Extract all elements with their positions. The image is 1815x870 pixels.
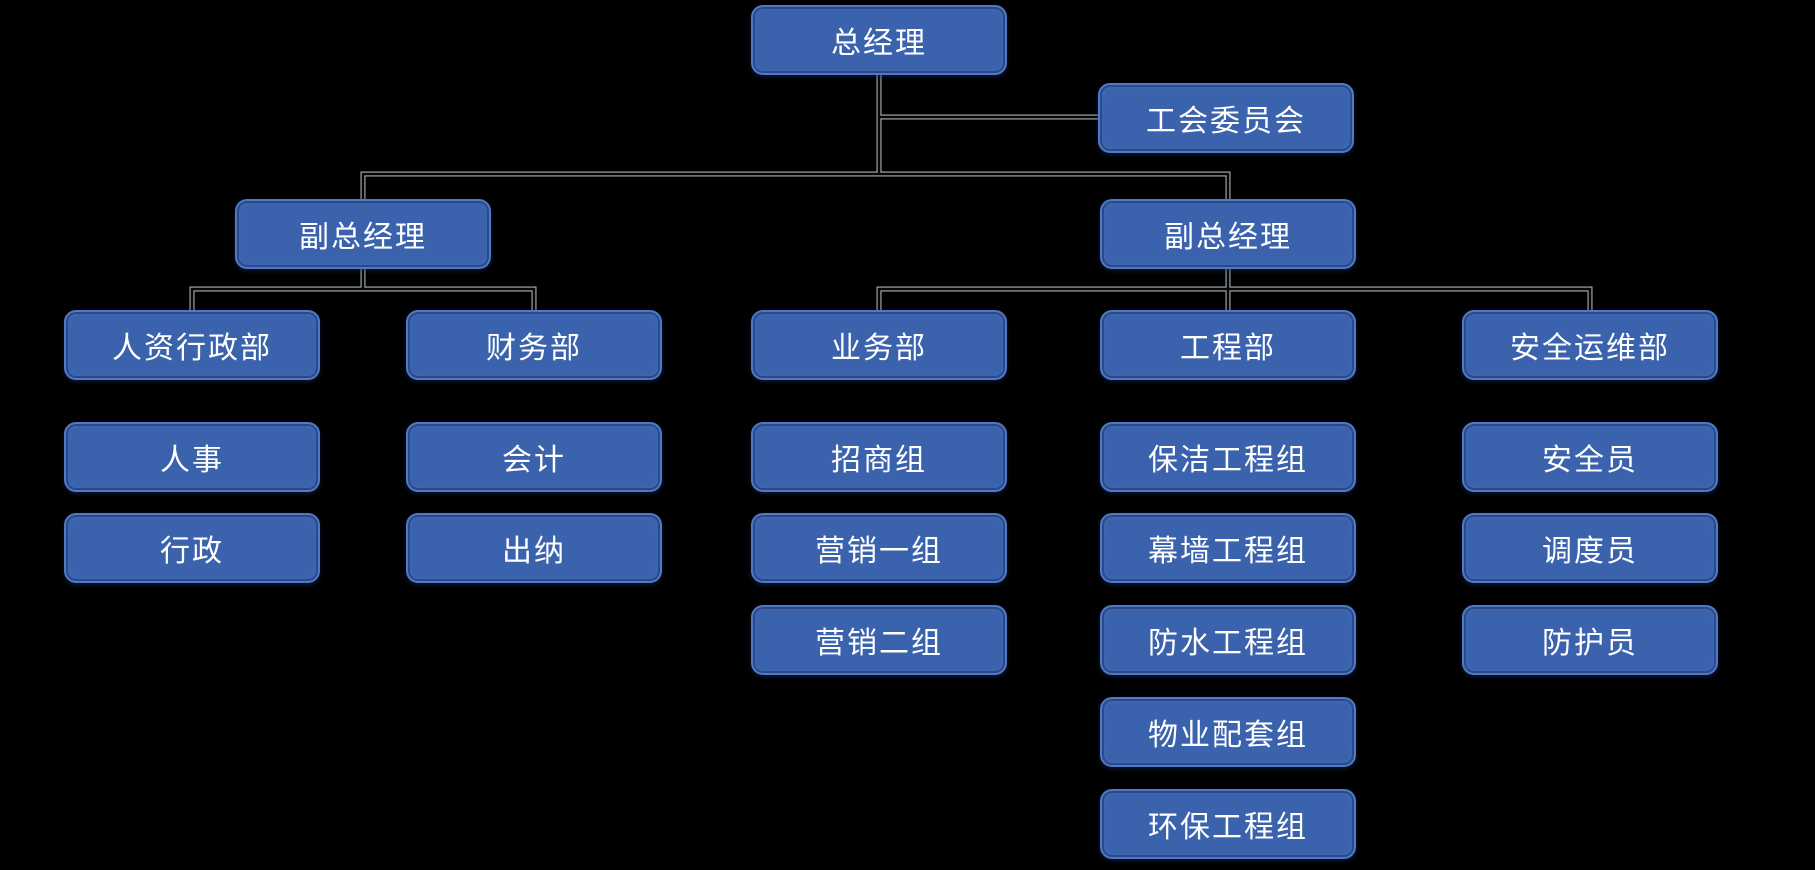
node-team[interactable]: 行政 — [64, 513, 320, 583]
node-team[interactable]: 幕墙工程组 — [1100, 513, 1356, 583]
connector-level2-rail-core — [361, 172, 1230, 201]
connector-level2-rail — [360, 171, 1231, 201]
node-team[interactable]: 防护员 — [1462, 605, 1718, 675]
node-department[interactable]: 财务部 — [406, 310, 662, 380]
node-team[interactable]: 保洁工程组 — [1100, 422, 1356, 492]
node-deputy-gm-2[interactable]: 副总经理 — [1100, 199, 1356, 269]
node-union-committee[interactable]: 工会委员会 — [1098, 83, 1354, 153]
node-team[interactable]: 物业配套组 — [1100, 697, 1356, 767]
node-department[interactable]: 安全运维部 — [1462, 310, 1718, 380]
node-team[interactable]: 安全员 — [1462, 422, 1718, 492]
node-team[interactable]: 防水工程组 — [1100, 605, 1356, 675]
node-department[interactable]: 业务部 — [751, 310, 1007, 380]
node-team[interactable]: 环保工程组 — [1100, 789, 1356, 859]
node-team[interactable]: 招商组 — [751, 422, 1007, 492]
connector-right-branch-rail-core — [877, 267, 1592, 312]
node-team[interactable]: 营销二组 — [751, 605, 1007, 675]
node-department[interactable]: 工程部 — [1100, 310, 1356, 380]
node-team[interactable]: 营销一组 — [751, 513, 1007, 583]
node-department[interactable]: 人资行政部 — [64, 310, 320, 380]
node-general-manager[interactable]: 总经理 — [751, 5, 1007, 75]
node-deputy-gm-1[interactable]: 副总经理 — [235, 199, 491, 269]
node-team[interactable]: 调度员 — [1462, 513, 1718, 583]
node-team[interactable]: 人事 — [64, 422, 320, 492]
connector-left-branch-rail-core — [190, 267, 536, 312]
node-team[interactable]: 会计 — [406, 422, 662, 492]
node-team[interactable]: 出纳 — [406, 513, 662, 583]
